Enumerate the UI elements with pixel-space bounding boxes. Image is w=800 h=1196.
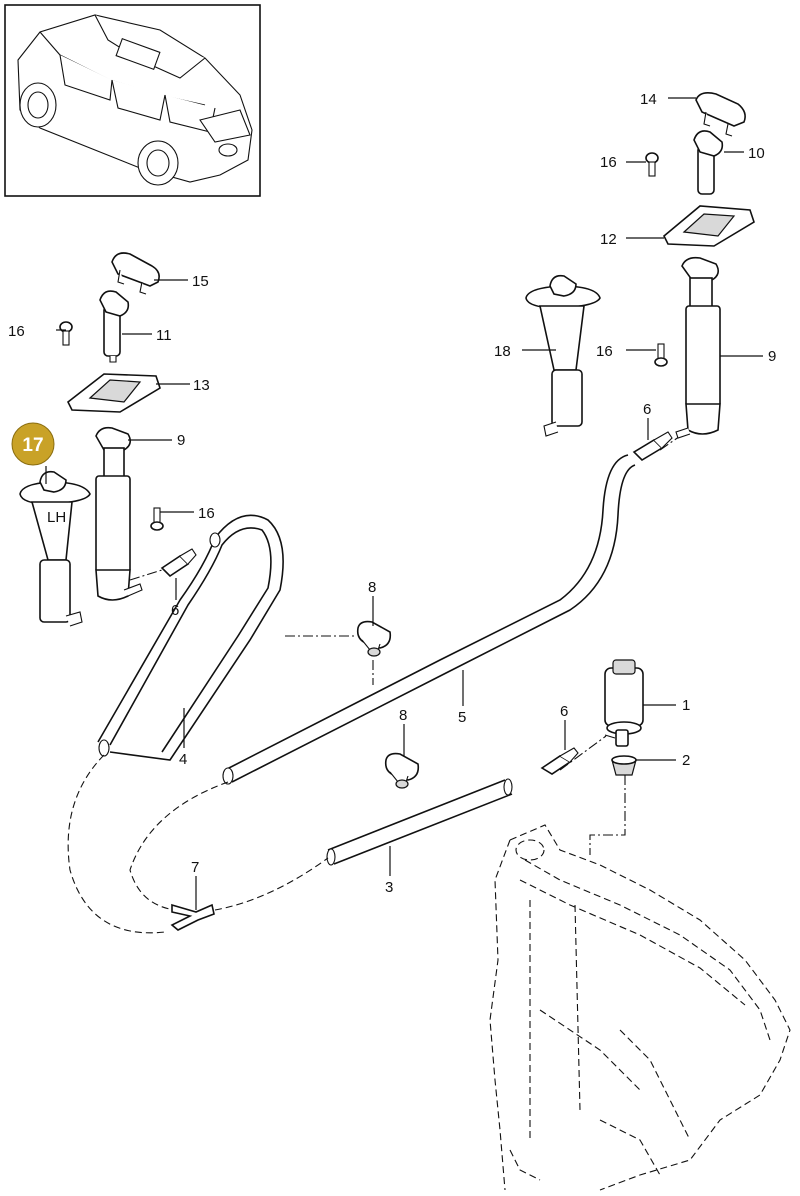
highlight-badge[interactable] [11,422,55,466]
callout-6-left: 6 [171,602,179,619]
callout-6-right: 6 [643,401,651,418]
callout-17[interactable]: 17 [22,435,43,456]
callout-5: 5 [458,709,466,726]
callout-16-right-mid: 16 [596,343,613,360]
highlighted-callout-17[interactable]: 17 [11,422,55,466]
washer-reservoir [489,824,791,1191]
nozzle-11 [99,290,130,363]
hose-end [98,739,110,757]
headlight-washer-nozzle-lh: LH [19,470,91,627]
callout-2: 2 [682,752,690,769]
leader-lines [45,97,763,910]
vehicle-thumbnail [4,4,261,197]
callout-16-right-top: 16 [600,154,617,171]
callout-8-upper: 8 [368,579,376,596]
callout-16-left-top: 16 [8,323,25,340]
callout-14: 14 [640,91,657,108]
hose-end [209,532,221,548]
connector-pump [540,747,579,775]
callout-6-pump: 6 [560,703,568,720]
connector-left [160,548,197,578]
telescopic-cylinder-left [95,426,143,601]
headlight-washer-nozzle-rh [525,274,601,437]
hose-end [222,767,234,785]
bracket-12 [663,205,755,247]
hose-clip-lower [384,752,420,789]
callout-9-right: 9 [768,348,776,365]
callout-10: 10 [748,145,765,162]
callout-12: 12 [600,231,617,248]
screw-16-left-mid [150,507,164,531]
washer-pump [604,659,644,747]
callout-9-left: 9 [177,432,185,449]
callout-18: 18 [494,343,511,360]
callout-15: 15 [192,273,209,290]
y-connector [170,903,215,931]
nozzle-10 [693,130,724,195]
nozzle-side-label: LH [47,509,66,526]
screw-16-left-top [59,321,73,346]
pump-grommet [611,755,637,776]
callout-4: 4 [179,751,187,768]
callout-labels: 1 2 3 4 5 6 6 6 7 8 8 9 9 10 11 12 13 14… [8,91,776,896]
hose-4 [97,514,284,761]
connector-right [632,431,673,462]
cover-cap-14 [695,92,746,137]
callout-1: 1 [682,697,690,714]
bracket-13 [66,373,161,413]
screw-16-right-top [645,152,659,177]
hose-clip-upper [356,620,392,657]
callout-3: 3 [385,879,393,896]
callout-11: 11 [156,327,172,344]
callout-13: 13 [193,377,210,394]
screw-16-right-mid [654,343,668,367]
cover-cap-15 [111,252,160,295]
hose-3 [326,778,513,866]
telescopic-cylinder-right [675,256,721,439]
callout-8-lower: 8 [399,707,407,724]
hose-5 [224,454,636,783]
callout-7: 7 [191,859,199,876]
callout-16-left-mid: 16 [198,505,215,522]
